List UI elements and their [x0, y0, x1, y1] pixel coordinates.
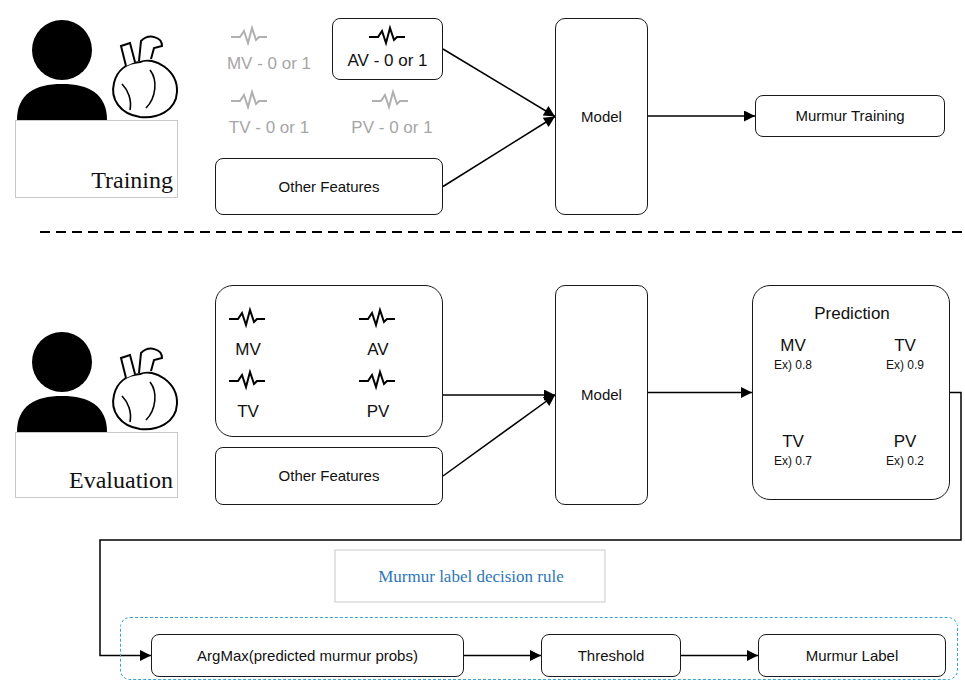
decision-rule-region: Murmur label decision ruleArgMax(predict…: [120, 617, 958, 680]
feature-box: Other Features: [215, 158, 443, 215]
process-box: Murmur Label: [758, 634, 946, 677]
arrow-connector: [648, 115, 755, 117]
model-box: Model: [555, 18, 648, 215]
valve-name: PV: [367, 402, 390, 422]
signal-group-box: MV AV TV PV: [215, 285, 443, 437]
box-label: Model: [581, 108, 622, 125]
output-box: Murmur Training: [755, 95, 945, 137]
box-label: Murmur Label: [806, 647, 899, 664]
arrow-connector: [464, 655, 541, 657]
valve-name: PV: [894, 432, 917, 452]
process-box: ArgMax(predicted murmur probs): [151, 634, 464, 677]
valve-name: TV: [782, 432, 804, 452]
valve-name: TV: [894, 336, 916, 356]
process-box: Threshold: [541, 634, 681, 677]
box-label: AV - 0 or 1: [348, 51, 428, 71]
stage-label-box: Evaluation: [15, 432, 178, 498]
probability-value: Ex) 0.9: [886, 359, 924, 373]
feature-box: Other Features: [215, 447, 443, 505]
valve-name: MV: [780, 336, 806, 356]
region-heading: Murmur label decision rule: [378, 567, 564, 587]
box-label: Evaluation: [69, 467, 173, 495]
valve-name: MV: [235, 340, 261, 360]
box-label: Other Features: [279, 178, 380, 195]
arrow-connector: [443, 117, 555, 187]
probability-value: Ex) 0.7: [774, 455, 812, 469]
valve-name: TV: [237, 402, 259, 422]
box-heading: Prediction: [814, 304, 890, 324]
signal-label: TV - 0 or 1: [229, 118, 309, 138]
signal-label: PV - 0 or 1: [351, 118, 432, 138]
box-label: Threshold: [578, 647, 645, 664]
box-label: Murmur Training: [795, 107, 904, 124]
separator-line: [40, 231, 963, 233]
signal-label: MV - 0 or 1: [227, 54, 311, 74]
probability-value: Ex) 0.2: [886, 455, 924, 469]
probability-value: Ex) 0.8: [774, 359, 812, 373]
arrow-connector: [443, 49, 555, 117]
waveform-icons: [229, 28, 408, 387]
box-label: Training: [91, 167, 173, 195]
stage-label-box: Training: [15, 120, 178, 198]
arrow-connector: [648, 392, 752, 394]
heading-frame: [335, 550, 605, 602]
signal-box: AV - 0 or 1: [332, 18, 443, 80]
box-label: Model: [581, 386, 622, 403]
arrow-connector: [681, 655, 758, 657]
box-label: ArgMax(predicted murmur probs): [197, 647, 418, 664]
model-box: Model: [555, 285, 648, 505]
person-heart-icon: [17, 332, 177, 432]
arrow-connector: [443, 395, 555, 476]
valve-name: AV: [367, 340, 388, 360]
box-label: Other Features: [279, 467, 380, 484]
arrow-connector: [443, 394, 555, 396]
prediction-box: PredictionMVEx) 0.8TVEx) 0.9TVEx) 0.7PVE…: [752, 285, 950, 500]
person-heart-icon: [17, 20, 177, 120]
